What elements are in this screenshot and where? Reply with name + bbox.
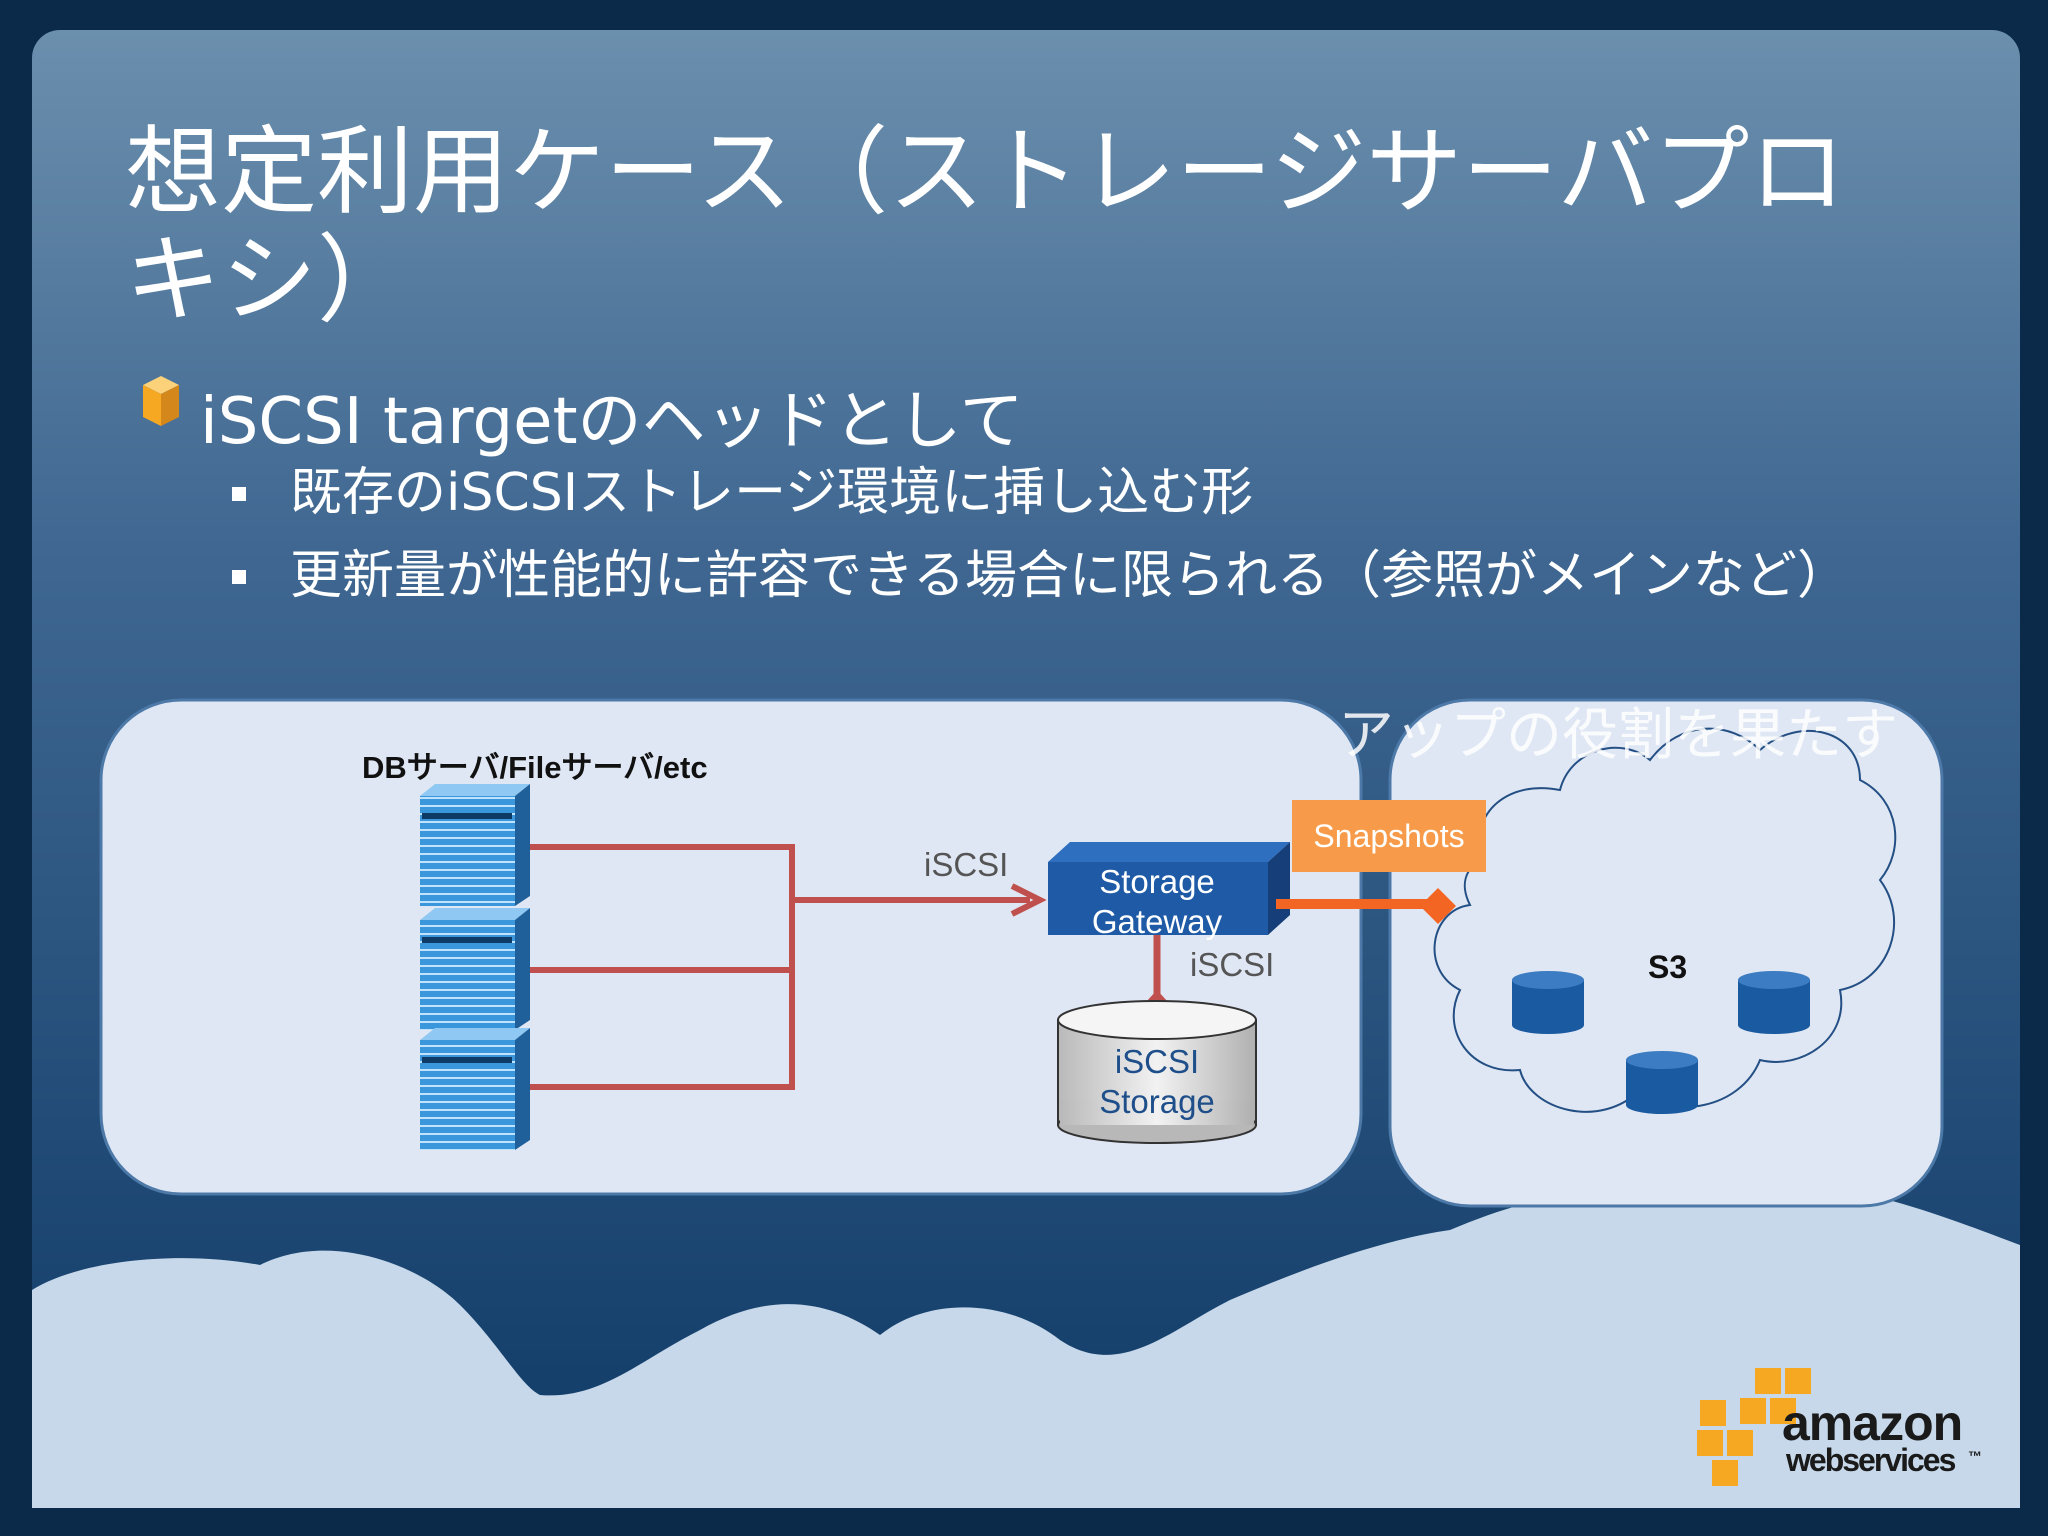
iscsi-storage-label: iSCSI Storage [1099,1043,1215,1120]
bullet-iscsi-target: iSCSI targetのヘッドとして [200,385,1024,459]
cloud-bank [32,1182,2020,1508]
square-bullet-icon [232,487,246,501]
s3-bucket-icons [1512,971,1810,1114]
iscsi-links [530,844,1047,1090]
link-label-iscsi-2: iSCSI [1190,946,1275,983]
on-premise-panel [99,698,1363,1196]
slide-title: 想定利用ケース（ストレージサーバプロキシ） [125,116,1846,336]
snapshots-label: Snapshots [1292,800,1486,872]
sub-bullet: 更新量が性能的に許容できる場合に限られる（参照がメインなど） [290,546,1849,606]
snapshot-arrow [1276,888,1456,924]
aws-logo-cubes [1697,1368,1811,1486]
cube-bullet-icon [143,376,179,426]
brand-name: amazon [1782,1395,1963,1451]
brand-sub: webservices [1786,1442,1956,1478]
s3-label: S3 [1648,949,1688,985]
iscsi-storage-cylinder [1057,1000,1257,1144]
square-bullet-icon [232,570,246,584]
link-label-iscsi: iSCSI [924,846,1009,883]
brand-trademark: ™ [1968,1448,1982,1464]
server-group-label: DBサーバ/Fileサーバ/etc [362,750,708,785]
overlap-text: アップの役割を果たす [1338,703,1898,768]
sub-bullet: 既存のiSCSIストレージ環境に挿し込む形 [290,463,1254,523]
storage-gateway-label: Storage Gateway [1091,863,1223,940]
storage-gateway-box [1048,842,1290,935]
server-stack-icon [420,784,530,1150]
